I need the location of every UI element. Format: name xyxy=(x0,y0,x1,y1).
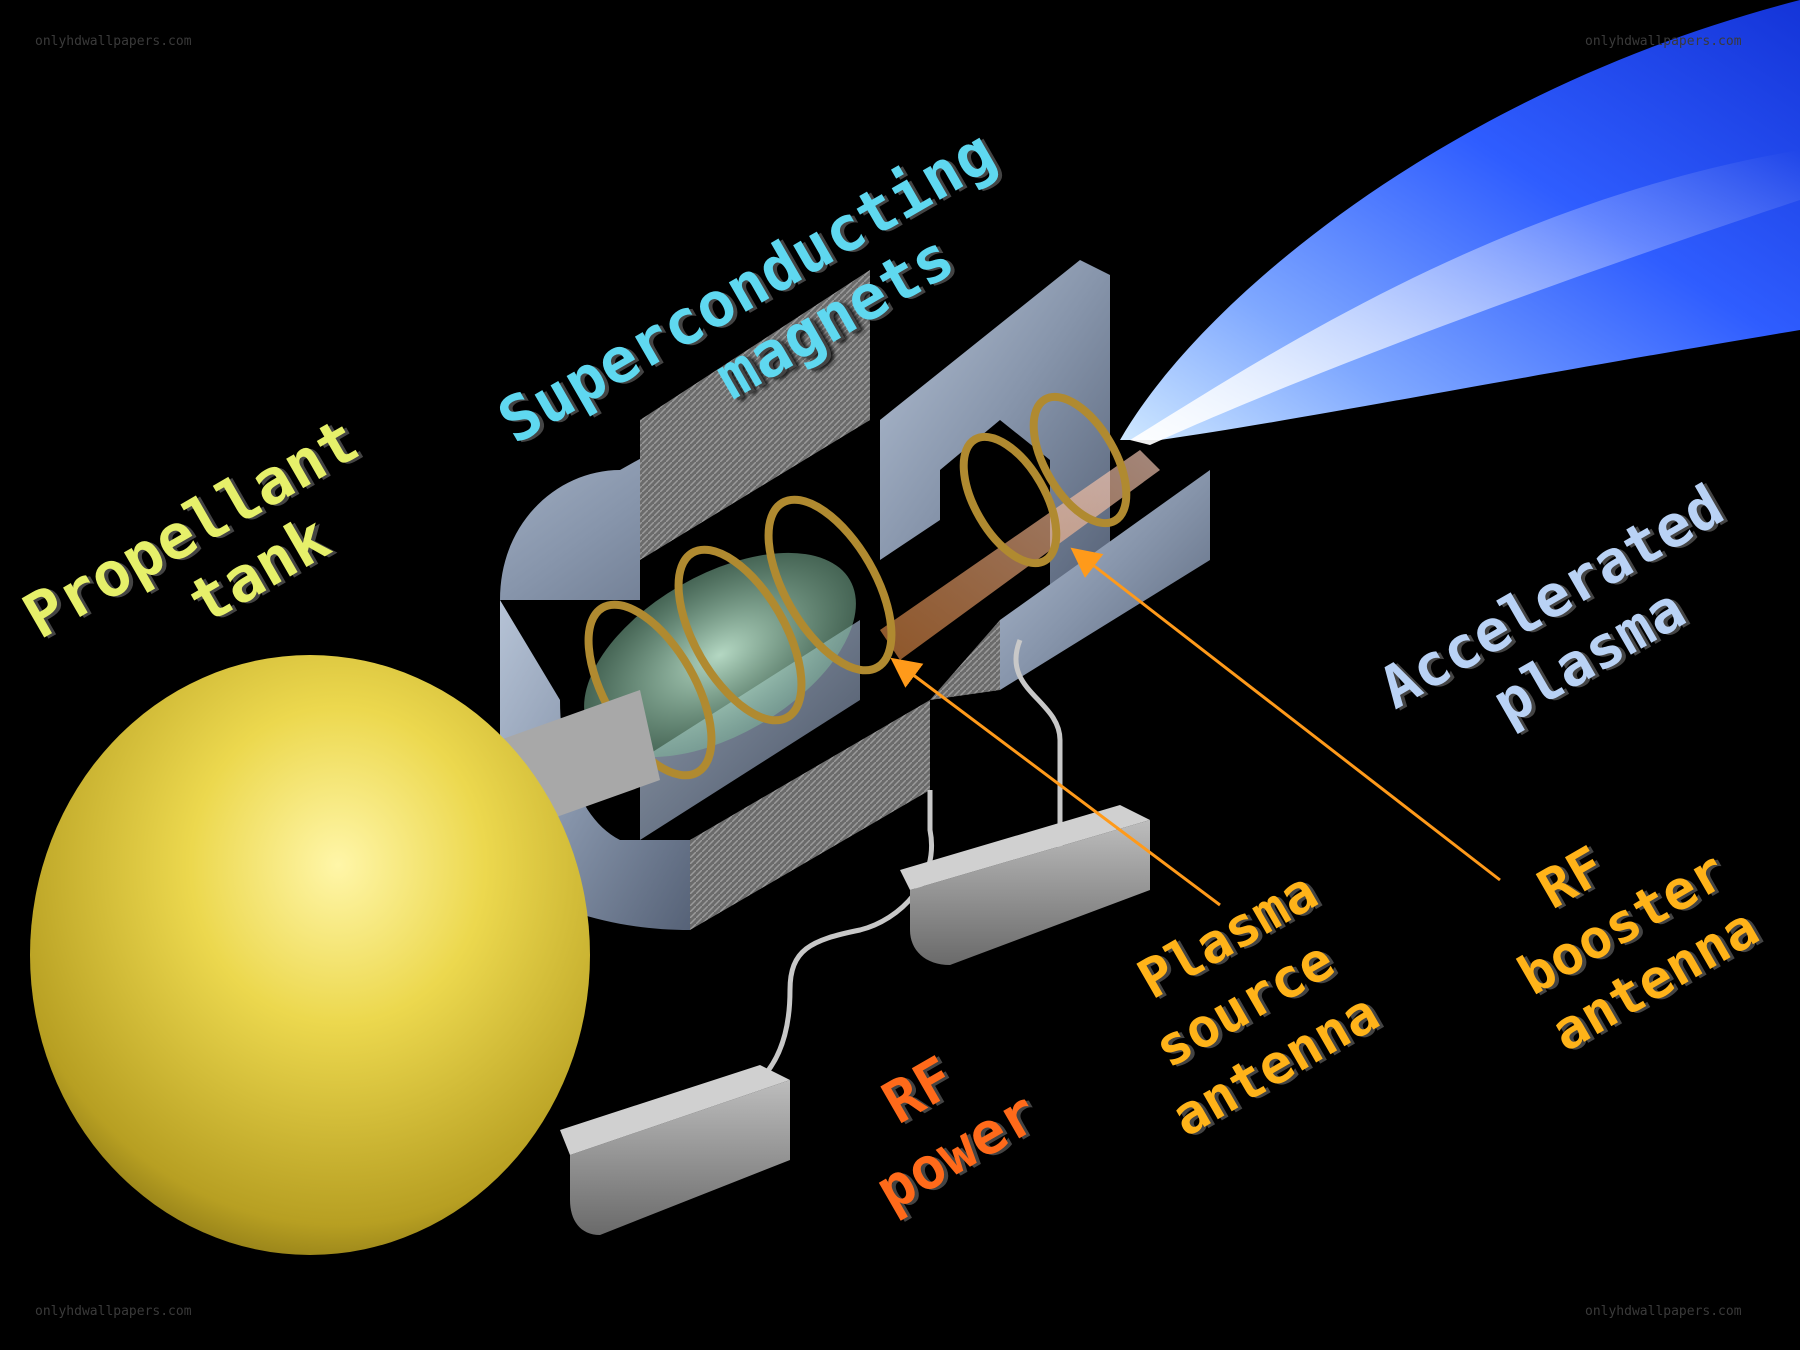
rf-power-box-1 xyxy=(560,1065,790,1235)
watermark-bottom-left: onlyhdwallpapers.com xyxy=(35,1304,192,1319)
watermark-top-left: onlyhdwallpapers.com xyxy=(35,34,192,49)
plasma-plume xyxy=(1120,0,1800,445)
rf-booster-arrow xyxy=(1070,547,1501,882)
propellant-tank xyxy=(30,655,590,1255)
rf-booster-antenna-coil xyxy=(959,392,1131,568)
watermark-bottom-right: onlyhdwallpapers.com xyxy=(1585,1304,1742,1319)
plasma-source-antenna-coil xyxy=(584,495,896,780)
plasma-source-arrow xyxy=(890,657,1221,907)
rf-power-box-2 xyxy=(900,805,1150,965)
watermark-top-right: onlyhdwallpapers.com xyxy=(1585,34,1742,49)
